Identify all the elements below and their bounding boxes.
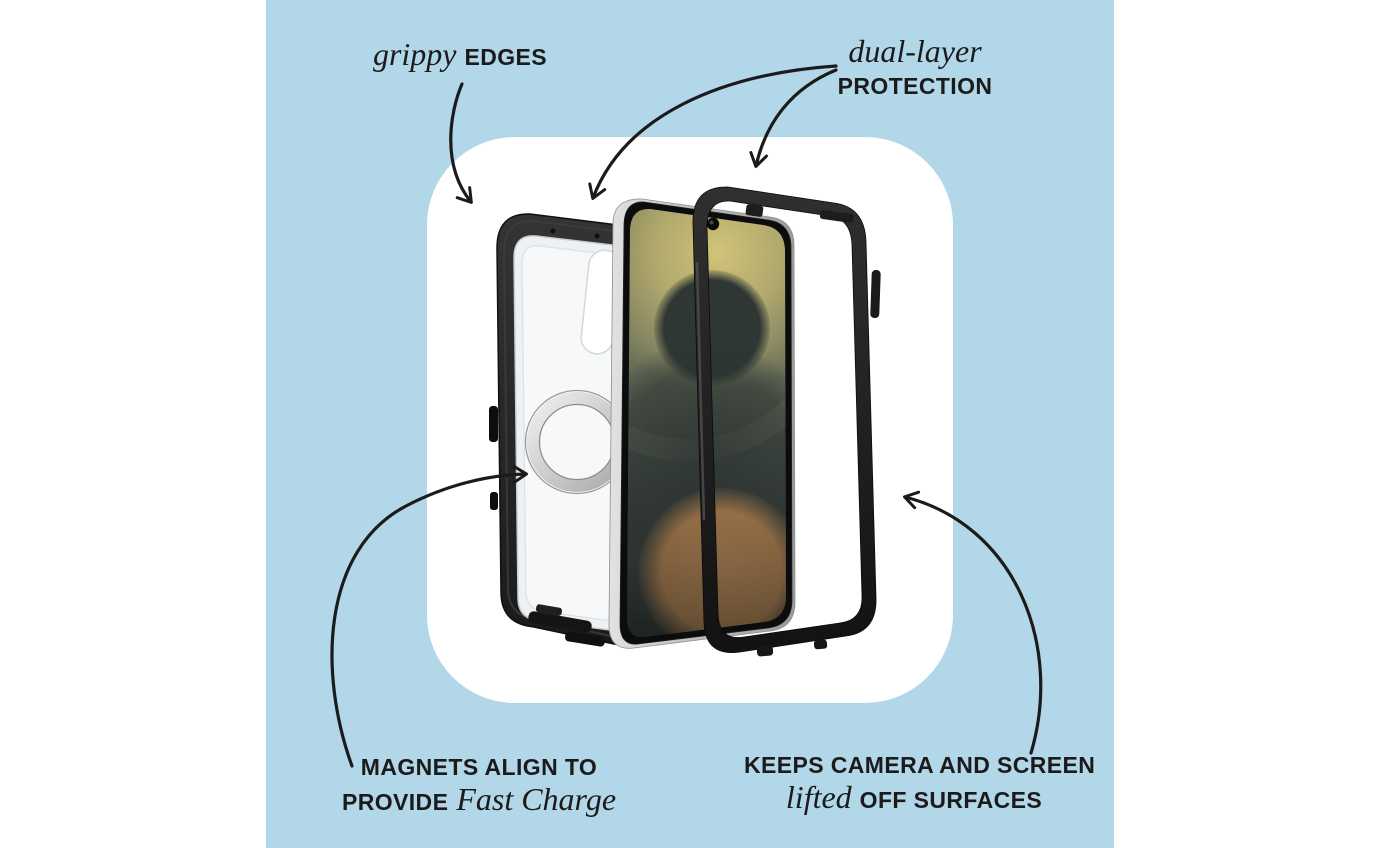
annotation-arrows (330, 64, 1043, 768)
dual-layer-italic-text: dual-layer (848, 33, 982, 69)
arrow-magnets-ring (330, 464, 528, 768)
magnets-line2-italic-text: Fast Charge (456, 781, 617, 817)
front-frame (692, 186, 881, 657)
grippy-caps-text: EDGES (464, 44, 548, 70)
frame-bottom-nub (756, 645, 774, 657)
dual-layer-caps-text: PROTECTION (837, 73, 993, 99)
lifted-line2-italic-text: lifted (785, 779, 852, 815)
frame-top-notch (745, 204, 764, 217)
arrow-dual-layer-frame (749, 68, 838, 168)
back-case (489, 213, 646, 647)
arrow-lifted-frame (903, 490, 1043, 755)
callout-magnets-fast-charge: MAGNETS ALIGN TO PROVIDE Fast Charge (309, 753, 649, 820)
front-frame-ring (692, 186, 877, 654)
arrow-dual-layer-inner (588, 64, 838, 200)
case-side-button (489, 406, 498, 442)
callout-camera-screen-lifted: KEEPS CAMERA AND SCREEN lifted OFF SURFAC… (744, 751, 1095, 818)
lifted-line2-caps-text: OFF SURFACES (859, 787, 1043, 813)
case-bottom-latch (528, 611, 592, 633)
magnets-line1-text: MAGNETS ALIGN TO (360, 754, 598, 780)
lifted-line1-text: KEEPS CAMERA AND SCREEN (744, 752, 1096, 778)
camera-punch-hole (706, 217, 720, 231)
callout-dual-layer: dual-layer PROTECTION (765, 35, 1065, 104)
magnets-line2-caps-text: PROVIDE (341, 789, 449, 815)
frame-side-button (870, 270, 881, 319)
grippy-italic-text: grippy (372, 36, 457, 72)
callout-grippy-edges: grippy EDGES (300, 38, 620, 75)
arrow-grippy-edges (449, 82, 473, 204)
